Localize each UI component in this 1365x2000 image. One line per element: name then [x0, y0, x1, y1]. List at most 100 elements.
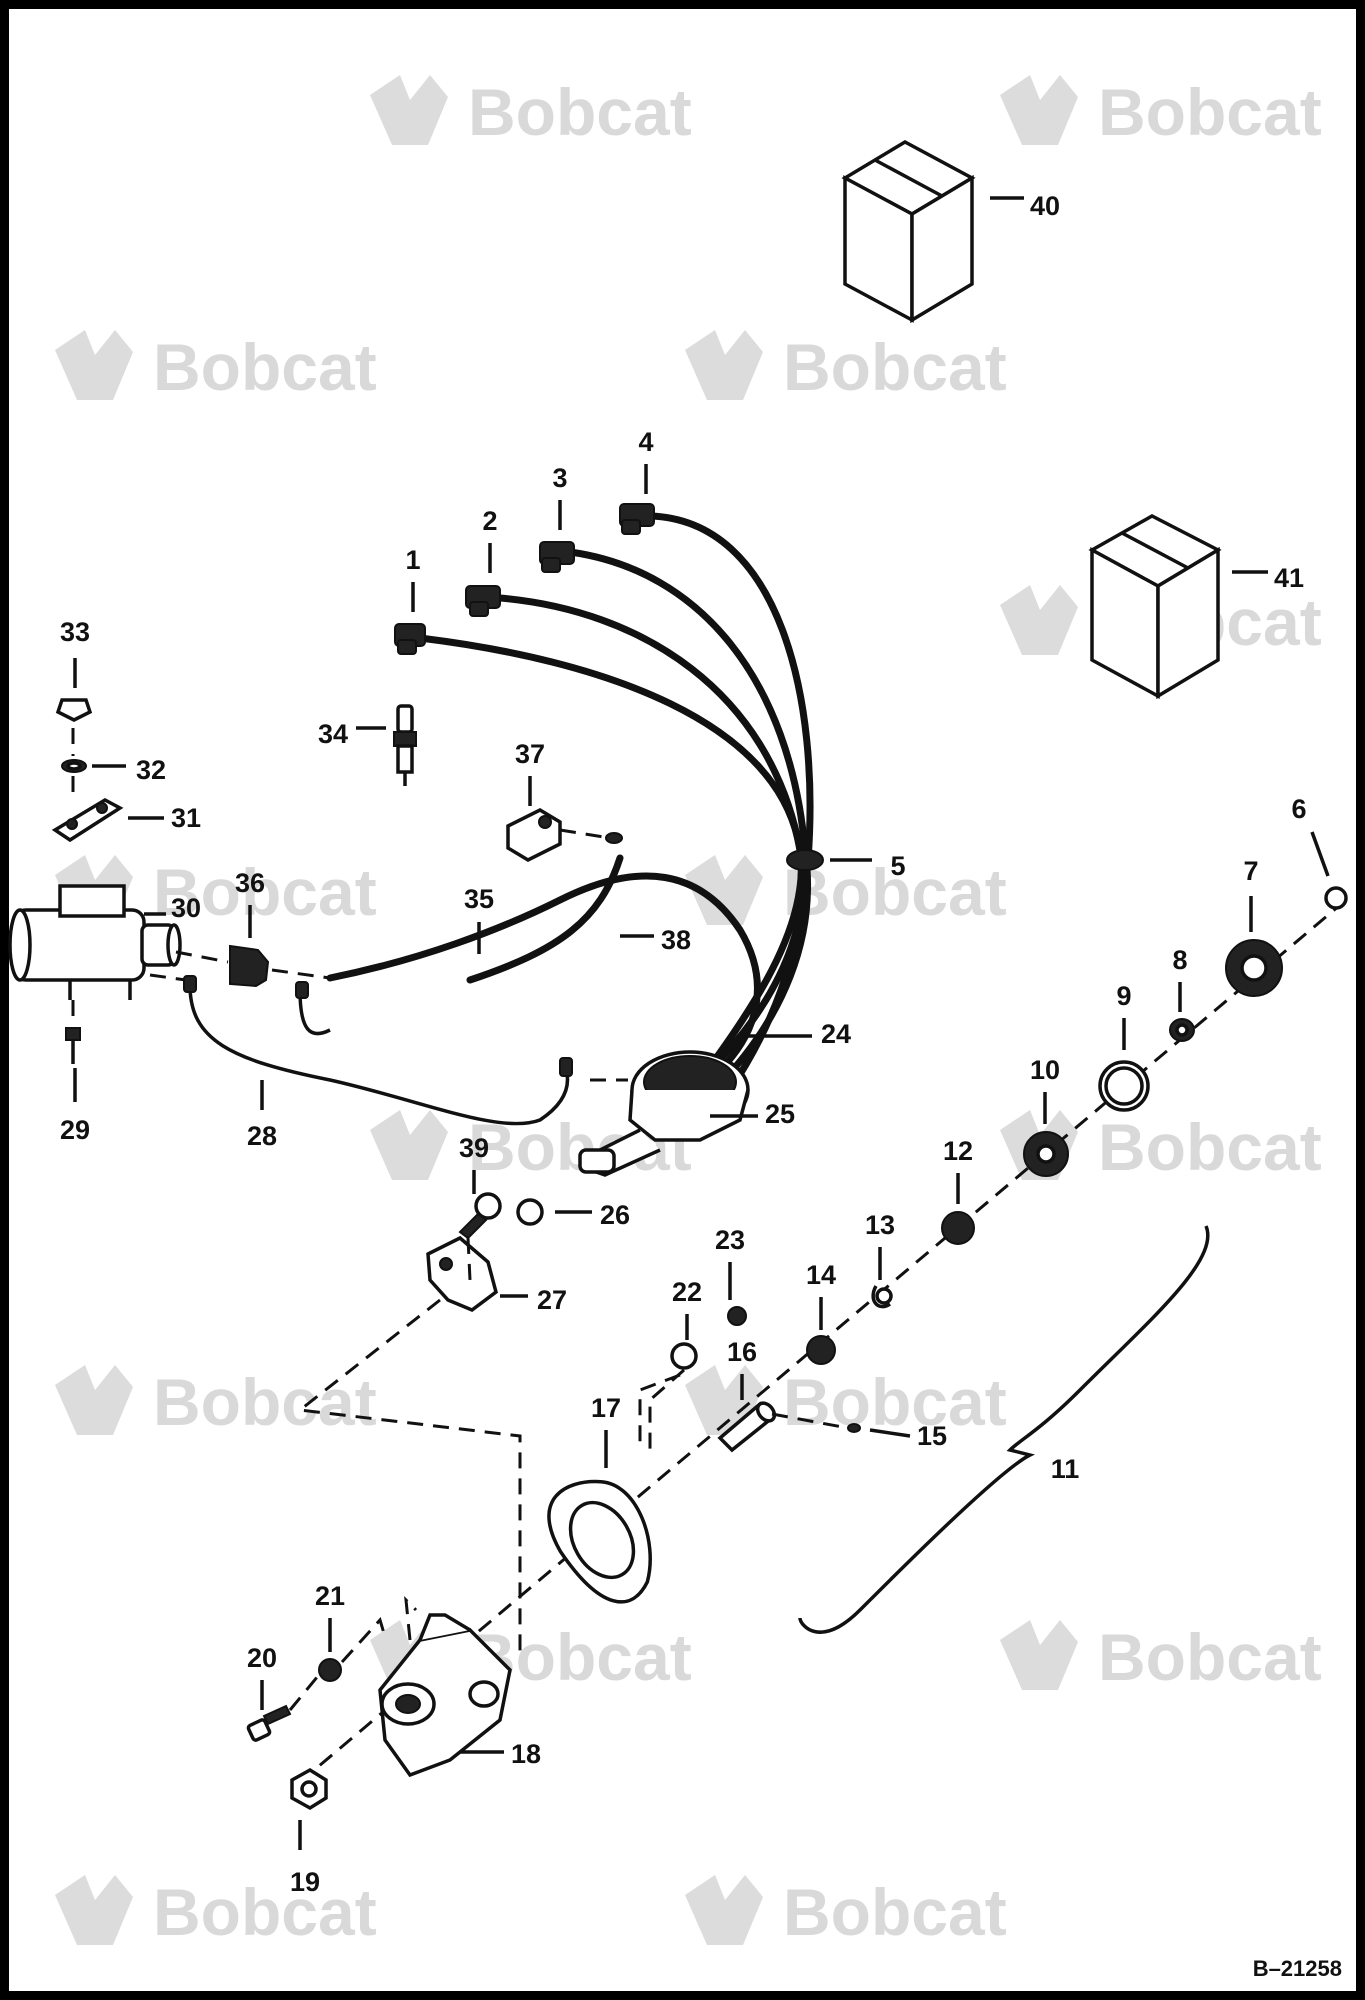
- bobcat-logo-icon: [55, 1365, 133, 1435]
- callout-label: 7: [1243, 856, 1258, 886]
- callout-15: 15: [869, 1421, 947, 1451]
- callout-label: 36: [235, 868, 265, 898]
- watermark-brand: Bobcat: [783, 330, 1007, 404]
- ignition-coil: [8, 884, 182, 1000]
- bracket-18: [378, 1595, 512, 1778]
- callout-label: 22: [672, 1277, 702, 1307]
- callout-20: 20: [247, 1643, 277, 1710]
- callout-22: 22: [672, 1277, 702, 1340]
- callout-label: 16: [727, 1337, 757, 1367]
- bobcat-logo-icon: [685, 855, 763, 925]
- bobcat-logo-icon: [1000, 585, 1078, 655]
- callout-27: 27: [500, 1285, 567, 1315]
- watermark-brand: Bobcat: [783, 1875, 1007, 1949]
- washer-26: [516, 1198, 544, 1226]
- callout-10: 10: [1030, 1055, 1060, 1124]
- callout-label: 31: [171, 803, 201, 833]
- lead-wire-28: [149, 973, 573, 1126]
- callout-label: 24: [821, 1019, 851, 1049]
- watermark: Bobcat: [55, 1365, 377, 1439]
- callout-label: 9: [1116, 981, 1131, 1011]
- watermark: Bobcat: [685, 855, 1007, 929]
- callout-4: 4: [638, 427, 654, 494]
- callout-label: 34: [318, 719, 348, 749]
- mount-dash-lines-2: [638, 1373, 681, 1450]
- callout-label: 11: [1051, 1454, 1080, 1484]
- callout-label: 10: [1030, 1055, 1060, 1085]
- callout-21: 21: [315, 1581, 345, 1652]
- callout-label: 3: [552, 463, 567, 493]
- plug-boots: [394, 503, 655, 655]
- callout-9: 9: [1116, 981, 1132, 1050]
- callout-label: 15: [917, 1421, 947, 1451]
- callout-label: 21: [315, 1581, 345, 1611]
- kit-box-41: [1088, 514, 1222, 700]
- callout-label: 28: [247, 1121, 277, 1151]
- callout-5: 5: [830, 851, 906, 881]
- callout-label: 38: [661, 925, 691, 955]
- clamp-27: [426, 1192, 502, 1312]
- callout-35: 35: [464, 884, 494, 954]
- callout-37: 37: [515, 739, 545, 806]
- callout-17: 17: [591, 1393, 621, 1468]
- callout-32: 32: [92, 755, 166, 785]
- spark-plug: [393, 704, 417, 786]
- callout-label: 39: [459, 1133, 489, 1163]
- callout-12: 12: [943, 1136, 973, 1204]
- callout-25: 25: [710, 1099, 795, 1129]
- callout-label: 12: [943, 1136, 973, 1166]
- callout-label: 40: [1030, 191, 1060, 221]
- callout-8: 8: [1172, 945, 1188, 1012]
- callout-24: 24: [740, 1019, 851, 1049]
- callout-38: 38: [620, 925, 691, 955]
- callout-label: 4: [638, 427, 653, 457]
- callout-label: 5: [890, 851, 905, 881]
- callout-2: 2: [482, 506, 498, 573]
- watermark-brand: Bobcat: [783, 855, 1007, 929]
- drawing-reference: B–21258: [1253, 1956, 1342, 1981]
- callout-label: 29: [60, 1115, 90, 1145]
- callout-label: 6: [1291, 794, 1306, 824]
- watermark-brand: Bobcat: [468, 75, 692, 149]
- callout-label: 20: [247, 1643, 277, 1673]
- callout-26: 26: [555, 1200, 630, 1230]
- callout-label: 23: [715, 1225, 745, 1255]
- bobcat-logo-icon: [370, 75, 448, 145]
- callout-33: 33: [60, 617, 90, 688]
- bobcat-logo-icon: [370, 1110, 448, 1180]
- callout-label: 32: [136, 755, 166, 785]
- callout-13: 13: [865, 1210, 895, 1280]
- callout-39: 39: [459, 1133, 489, 1194]
- watermark: Bobcat: [1000, 75, 1322, 149]
- callout-14: 14: [806, 1260, 836, 1330]
- callout-label: 26: [600, 1200, 630, 1230]
- wire-grommet: [786, 849, 824, 871]
- callout-layer: 1234567891011121314151617181920212223242…: [60, 191, 1330, 1897]
- watermark-brand: Bobcat: [153, 330, 377, 404]
- bobcat-logo-icon: [55, 1875, 133, 1945]
- callout-label: 14: [806, 1260, 836, 1290]
- callout-label: 13: [865, 1210, 895, 1240]
- callout-label: 27: [537, 1285, 567, 1315]
- mount-dash-lines: [296, 1298, 522, 1660]
- watermark-brand: Bobcat: [1098, 1620, 1322, 1694]
- callout-23: 23: [715, 1225, 745, 1300]
- callout-3: 3: [552, 463, 568, 530]
- callout-29: 29: [60, 1068, 90, 1145]
- bobcat-logo-icon: [685, 330, 763, 400]
- watermark: Bobcat: [55, 330, 377, 404]
- callout-34: 34: [318, 719, 386, 749]
- callout-label: 35: [464, 884, 494, 914]
- group-brace-11: [798, 1225, 1210, 1634]
- callout-6: 6: [1291, 794, 1330, 877]
- coil-boot-36: [175, 944, 331, 988]
- leader-line: [1310, 831, 1330, 877]
- bracket-37: [506, 808, 623, 862]
- callout-1: 1: [405, 545, 421, 612]
- callout-label: 25: [765, 1099, 795, 1129]
- spark-plug-wires: [326, 512, 814, 1094]
- watermark: Bobcat: [685, 1875, 1007, 1949]
- hardware-22-23: [648, 1306, 747, 1450]
